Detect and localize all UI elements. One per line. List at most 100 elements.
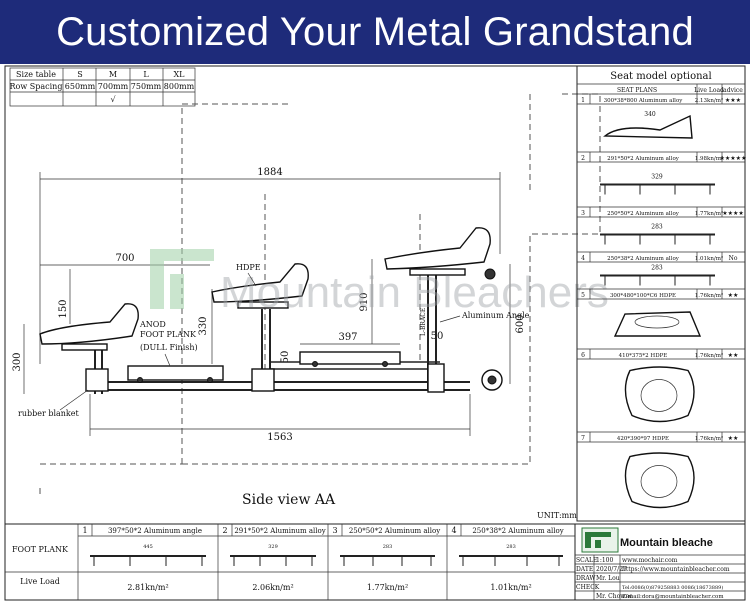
seat-row-load: 1.76kn/m²	[695, 435, 723, 442]
size-table-header-0: Size table	[16, 70, 56, 79]
foot-plank-name: 250*50*2 Aluminum alloy	[349, 527, 440, 535]
size-table-row-label: Row Spacing	[10, 82, 63, 91]
grandstand-structure	[39, 227, 503, 394]
seat-row-load: 2.13kn/m²	[695, 97, 723, 104]
seat-profile-5	[613, 311, 702, 337]
seat-row-name: 300*38*800 Aluminum alloy	[604, 98, 684, 104]
foot-plank-number: 2	[222, 526, 227, 535]
seat-model-panel: Seat model optional SEAT PLANS Live Load…	[576, 65, 747, 522]
seat-profile-1	[603, 114, 693, 139]
seat-row-name: 420*390*97 HDPE	[617, 436, 669, 442]
foot-plank-name: 291*50*2 Aluminum alloy	[234, 527, 325, 535]
size-table-header-4: XL	[173, 70, 185, 79]
banner: Customized Your Metal Grandstand	[0, 0, 750, 64]
seat-row-advice: ★★	[728, 435, 739, 442]
title-tel: Tel:0086(0)879258883 0086(18673889)	[622, 584, 723, 591]
title-field-date: DATE	[576, 566, 593, 573]
size-table-value-s: 650mm	[65, 82, 96, 91]
title-email: E-mail:dora@mountainbleacher.com	[622, 593, 724, 600]
title-scale-value: 1:100	[596, 557, 613, 564]
foot-plank-number: 4	[451, 526, 456, 535]
seat-profile-5-detail	[634, 315, 680, 329]
dim-rise1: 150	[58, 299, 69, 318]
label-aluminum-angle: Aluminum Angle	[461, 311, 530, 320]
size-table-header-2: M	[109, 70, 117, 79]
watermark: Mountain Bleachers	[150, 249, 609, 317]
seat-profile-inner	[640, 465, 678, 498]
seat-row-advice: ★★★★	[722, 210, 744, 217]
seat-row-load: 1.76kn/m²	[695, 292, 723, 299]
dim-height-left: 300	[12, 352, 23, 371]
dim-height-right: 600	[515, 314, 526, 333]
size-table-value-xl: 800mm	[164, 82, 195, 91]
size-table-header-3: L	[143, 70, 149, 79]
dim-step-50a: 50	[280, 351, 291, 364]
seat-row-load: 1.01kn/m²	[695, 255, 723, 262]
dim-bottom: 1563	[267, 432, 292, 443]
seat-panel-header-load: Live Load	[694, 87, 724, 94]
foot-plank-name: 250*38*2 Aluminum alloy	[472, 527, 563, 535]
foot-plank-dim: 329	[268, 544, 278, 550]
label-lbrace: L-BRACE	[420, 308, 427, 336]
size-table-value-l: 750mm	[131, 82, 162, 91]
seat-row-dim: 283	[651, 265, 663, 272]
seat-row-name: 250*50*2 Aluminum alloy	[607, 211, 680, 217]
dimension-lines: 1884 700 1563 150 330 300 910 600 397 50…	[12, 167, 526, 443]
seat-row-load: 1.77kn/m²	[695, 210, 723, 217]
title-drawer-value: Mr. Lou	[596, 575, 620, 582]
label-foot-plank: FOOT PLANK	[140, 330, 197, 339]
seat-row-number: 6	[581, 352, 585, 359]
seat-row-number: 4	[581, 255, 585, 262]
seat-row-number: 1	[581, 97, 585, 104]
drawing-labels: HDPE ANOD FOOT PLANK (DULL Finish) Alumi…	[18, 263, 577, 520]
foot-plank-name: 397*50*2 Aluminum angle	[108, 527, 202, 535]
seat-row-advice: No	[729, 255, 738, 262]
dim-overall: 1884	[257, 167, 282, 178]
seat-row-name: 291*50*2 Aluminum alloy	[607, 156, 680, 162]
foot-plank-number: 3	[332, 526, 337, 535]
banner-title: Customized Your Metal Grandstand	[56, 9, 694, 54]
size-table-header-1: S	[77, 70, 82, 79]
title-block: Mountain bleache SCALE DATE DRAW CHECK 1…	[574, 523, 746, 601]
dim-height-mid: 910	[359, 292, 370, 311]
seat-row-number: 7	[581, 435, 585, 442]
title-field-check: CHECK	[576, 584, 600, 591]
foot-plank-load: 2.81kn/m²	[127, 583, 168, 592]
label-side-view: Side view AA	[242, 492, 336, 508]
seat-row-advice: ★★	[728, 292, 739, 299]
foot-plank-dim: 283	[383, 544, 393, 550]
seat-profile-inner	[640, 379, 678, 412]
seat-panel-title: Seat model optional	[610, 71, 711, 82]
seat-row-name: 300*480*100*C6 HDPE	[610, 293, 676, 299]
seat-row-name: 410*375*2 HDPE	[619, 353, 668, 359]
title-field-draw: DRAW	[576, 575, 596, 582]
seat-row-name: 250*38*2 Aluminum alloy	[607, 256, 680, 262]
title-field-scale: SCALE	[576, 557, 597, 564]
label-unit: UNIT:mm	[537, 511, 577, 520]
watermark-text: Mountain Bleachers	[220, 268, 609, 317]
title-block-company: Mountain bleache	[620, 537, 713, 549]
label-anod: ANOD	[139, 320, 166, 329]
foot-plank-label: FOOT PLANK	[12, 545, 69, 554]
dim-row-spacing: 700	[115, 253, 134, 264]
seat-row-number: 2	[581, 155, 585, 162]
seat-row-dim: 340	[644, 111, 656, 118]
title-date-value: 2020/7/27	[596, 566, 627, 573]
title-web: https://www.mountainbleacher.com	[622, 566, 730, 573]
seat-panel-header-advice: advice	[723, 87, 743, 94]
seat-row-advice: ★★★★★	[720, 155, 747, 162]
seat-profile-7	[624, 452, 695, 509]
size-table-value-m: 700mm	[98, 82, 129, 91]
seat-panel-header-plans: SEAT PLANS	[617, 87, 657, 94]
foot-plank-dim: 283	[506, 544, 516, 550]
label-dull: (DULL Finish)	[140, 343, 198, 352]
seat-row-advice: ★★	[728, 352, 739, 359]
seat-row-load: 1.76kn/m²	[695, 352, 723, 359]
dim-rise2: 330	[198, 316, 209, 335]
title-web2: www.mochair.com	[622, 557, 678, 564]
seat-row-advice: ★★★	[725, 97, 741, 104]
foot-plank-load: 1.01kn/m²	[490, 583, 531, 592]
label-hdpe: HDPE	[236, 263, 261, 272]
label-rubber: rubber blanket	[18, 409, 80, 418]
